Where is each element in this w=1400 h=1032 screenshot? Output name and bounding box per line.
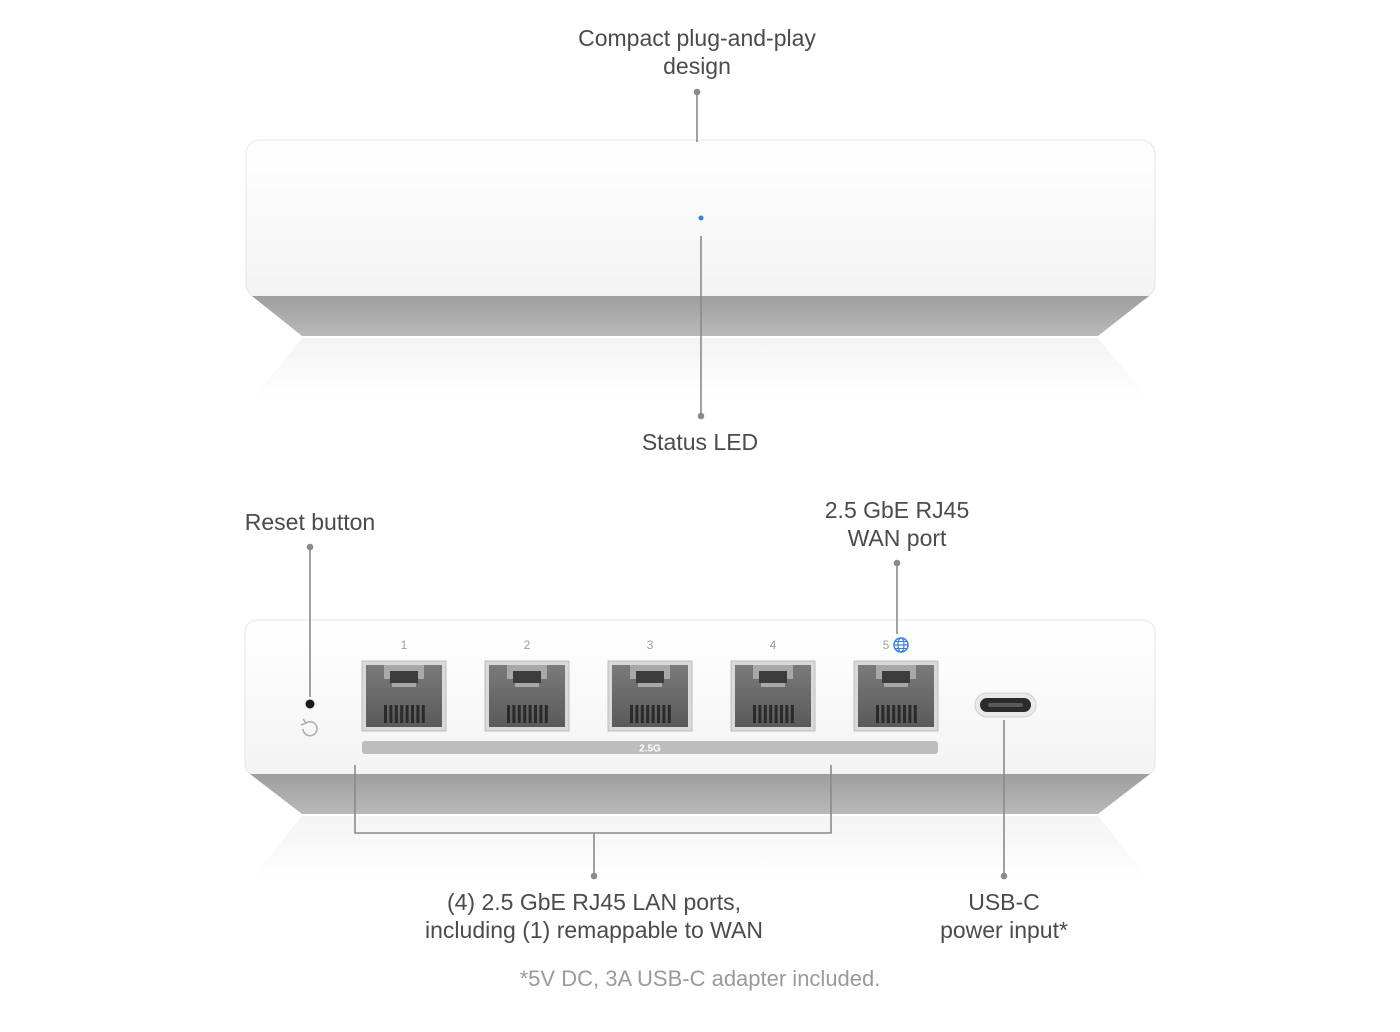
callout-status-led: Status LED: [641, 429, 759, 455]
speed-label: 2.5G: [639, 744, 661, 755]
port-number-label: 3: [647, 638, 654, 652]
rj45-port-1: 1: [361, 638, 447, 732]
port-number-label: 1: [401, 638, 408, 652]
footnote: *5V DC, 3A USB-C adapter included.: [519, 966, 881, 991]
callout-usbc-power: USB-C power input*: [940, 889, 1068, 943]
port-number-label: 2: [524, 638, 531, 652]
rj45-port-3: 3: [607, 638, 693, 732]
speed-bar: [362, 741, 938, 754]
top-callouts: [693, 88, 705, 420]
globe-icon: [893, 637, 909, 653]
reset-icon: [302, 720, 318, 737]
port-number-label: 5: [883, 638, 890, 652]
bottom-callouts: [306, 543, 1008, 880]
status-led: [698, 215, 704, 221]
port-number-label: 4: [770, 638, 777, 652]
callout-compact-design: Compact plug-and-play design: [578, 25, 816, 79]
rj45-port-2: 2: [484, 638, 570, 732]
callout-wan-port: 2.5 GbE RJ45 WAN port: [824, 497, 970, 551]
bottom-device: [244, 619, 1156, 880]
reset-pinhole: [305, 699, 315, 709]
rj45-port-4: 4: [730, 638, 816, 732]
rj45-port-group: 1 2 3 4 5 2.5G: [361, 637, 939, 755]
bottom-device-base: [250, 774, 1150, 814]
callout-lan-ports: (4) 2.5 GbE RJ45 LAN ports, including (1…: [425, 889, 763, 943]
rj45-port-5: 5: [853, 637, 939, 732]
callout-reset-button: Reset button: [244, 509, 376, 535]
bottom-device-reflection: [250, 816, 1150, 880]
